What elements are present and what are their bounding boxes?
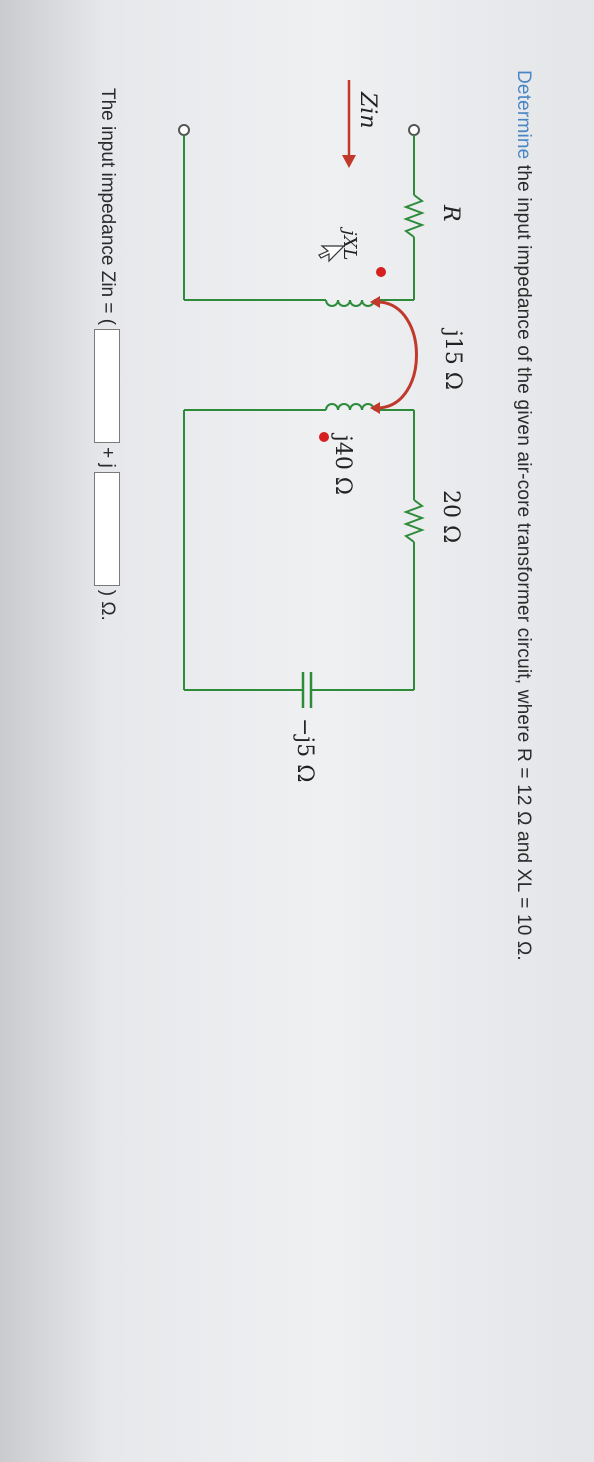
- secondary-loop: [183, 403, 425, 708]
- primary-dot: [376, 267, 386, 277]
- mutual-label: j15 Ω: [440, 327, 465, 390]
- secondary-dot: [319, 432, 329, 442]
- primary-loop: [183, 135, 425, 307]
- mutual-arrow-right: [370, 402, 380, 414]
- resistor-20-label: 20 Ω: [438, 490, 463, 543]
- r-label: R: [438, 204, 463, 222]
- resistor-r: [403, 194, 425, 238]
- secondary-inductor-label: j40 Ω: [330, 432, 355, 495]
- mouse-cursor-icon: [318, 245, 346, 263]
- jxl-label: jXL: [339, 226, 360, 260]
- primary-inductor: [325, 299, 375, 307]
- answer-suffix: ) Ω.: [97, 589, 118, 621]
- input-terminal-bottom: [178, 124, 190, 136]
- real-part-input[interactable]: [94, 329, 120, 444]
- secondary-inductor: [325, 403, 375, 411]
- zin-label: Zin: [355, 91, 380, 129]
- mutual-arrow-left: [370, 296, 380, 308]
- imag-part-input[interactable]: [94, 471, 120, 586]
- mutual-coupling-arc: [378, 300, 418, 410]
- input-terminal-top: [408, 124, 420, 136]
- answer-prefix: The input impedance Zin = (: [97, 88, 118, 326]
- zin-arrow: [342, 80, 356, 168]
- answer-mid: + j: [97, 447, 118, 468]
- resistor-20: [403, 499, 425, 543]
- answer-row: The input impedance Zin = ( + j ) Ω.: [94, 88, 120, 621]
- capacitor-label: −j5 Ω: [292, 718, 317, 783]
